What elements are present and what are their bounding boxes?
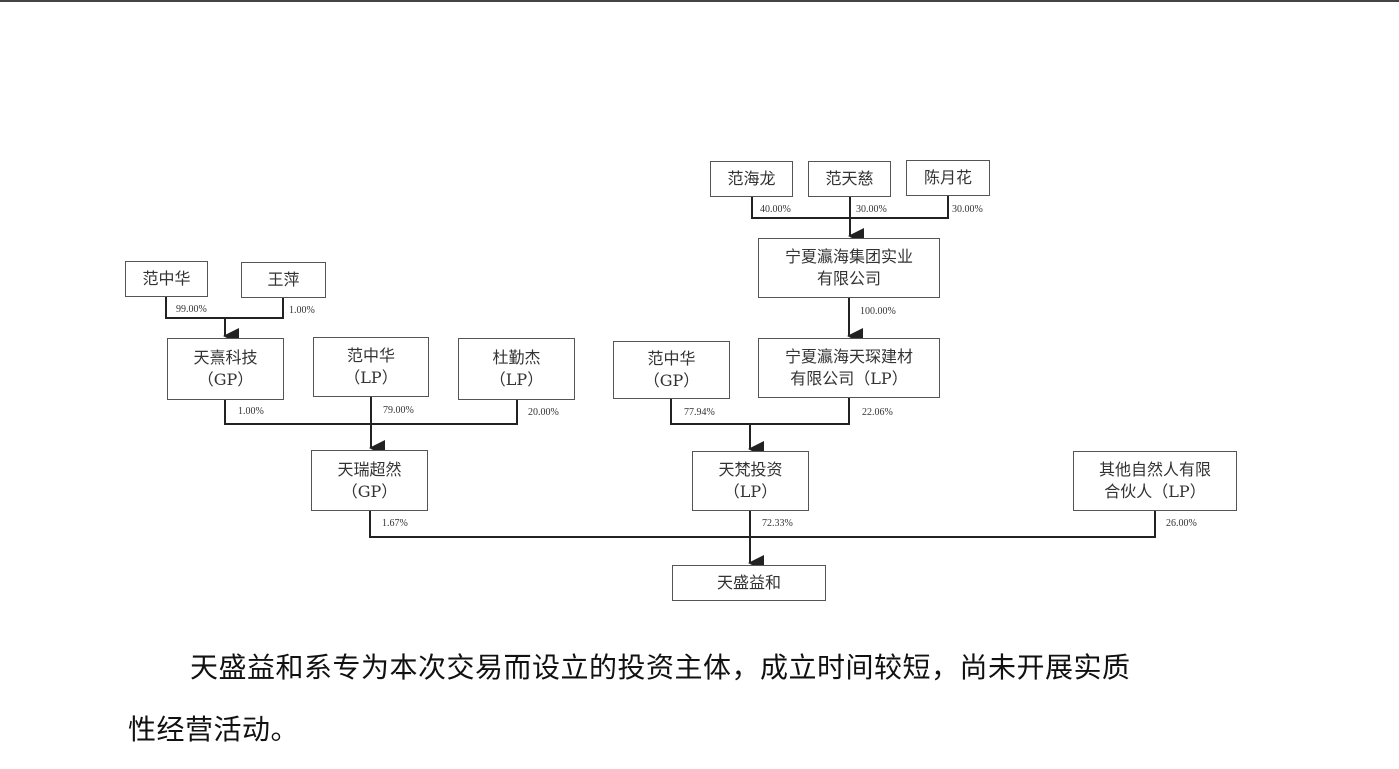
pct-label: 1.67% xyxy=(382,518,408,529)
node-label: 范天慈 xyxy=(825,169,874,188)
node-chen-yuehua: 陈月花 xyxy=(906,160,990,196)
pct-label: 1.00% xyxy=(289,305,315,316)
node-label: 天瑞超然 xyxy=(337,459,402,479)
node-du-qinjie: 杜勤杰 （LP） xyxy=(458,338,575,400)
pct-label: 20.00% xyxy=(528,407,559,418)
node-label: 天盛益和 xyxy=(716,573,781,592)
node-ningxia-group: 宁夏瀛海集团实业有限公司 xyxy=(758,238,940,298)
node-ningxia-tianchen: 宁夏瀛海天琛建材有限公司（LP） xyxy=(758,338,940,398)
node-wang-ping: 王萍 xyxy=(241,262,326,298)
node-label: 范中华 xyxy=(142,269,191,288)
node-tianrui: 天瑞超然（GP） xyxy=(311,450,428,511)
node-label: 范海龙 xyxy=(727,169,776,188)
node-label: （GP） xyxy=(643,371,700,390)
page-top-border xyxy=(0,0,1399,2)
pct-label: 79.00% xyxy=(383,405,414,416)
node-label: 其他自然人有限 xyxy=(1098,460,1211,479)
connector xyxy=(369,511,1156,538)
node-tianshengyihe: 天盛益和 xyxy=(672,565,826,601)
node-label: 杜勤杰 xyxy=(492,348,541,367)
body-paragraph-line2: 性经营活动。 xyxy=(128,713,300,746)
node-label: 天熹科技 xyxy=(193,348,258,367)
body-paragraph-line1: 天盛益和系专为本次交易而设立的投资主体，成立时间较短，尚未开展实质 xyxy=(190,651,1131,684)
node-other-lp: 其他自然人有限合伙人（LP） xyxy=(1073,451,1237,511)
pct-label: 26.00% xyxy=(1166,518,1197,529)
node-label: 天梵投资 xyxy=(718,460,783,479)
node-label: 合伙人（LP） xyxy=(1104,482,1206,501)
pct-label: 99.00% xyxy=(176,304,207,315)
pct-label: 30.00% xyxy=(856,204,887,215)
node-label: （LP） xyxy=(489,370,544,389)
node-fan-zhonghua-top: 范中华 xyxy=(125,261,208,297)
node-label: （GP） xyxy=(197,370,254,389)
pct-label: 77.94% xyxy=(684,407,715,418)
node-label: （LP） xyxy=(723,482,778,501)
node-label: （LP） xyxy=(344,368,398,387)
node-label: 有限公司 xyxy=(816,269,881,288)
node-label: （GP） xyxy=(341,481,398,501)
pct-label: 100.00% xyxy=(860,306,896,317)
node-label: 范中华 xyxy=(346,346,395,365)
pct-label: 22.06% xyxy=(862,407,893,418)
pct-label: 30.00% xyxy=(952,204,983,215)
node-label: 有限公司（LP） xyxy=(790,369,908,388)
pct-label: 1.00% xyxy=(238,406,264,417)
node-label: 王萍 xyxy=(267,270,300,289)
node-fan-zhonghua-gp: 范中华 （GP） xyxy=(613,341,730,399)
node-label: 宁夏瀛海集团实业 xyxy=(784,247,913,266)
node-label: 宁夏瀛海天琛建材 xyxy=(784,347,913,366)
pct-label: 40.00% xyxy=(760,204,791,215)
node-tianfan: 天梵投资 （LP） xyxy=(692,451,809,511)
pct-label: 72.33% xyxy=(762,518,793,529)
node-tianxi: 天熹科技 （GP） xyxy=(167,338,284,400)
node-label: 范中华 xyxy=(647,349,696,368)
connector xyxy=(670,398,850,425)
node-fan-hailong: 范海龙 xyxy=(710,161,793,197)
node-fan-tianci: 范天慈 xyxy=(808,161,891,197)
node-fan-zhonghua-lp: 范中华 （LP） xyxy=(313,337,429,397)
node-label: 陈月花 xyxy=(923,168,972,187)
